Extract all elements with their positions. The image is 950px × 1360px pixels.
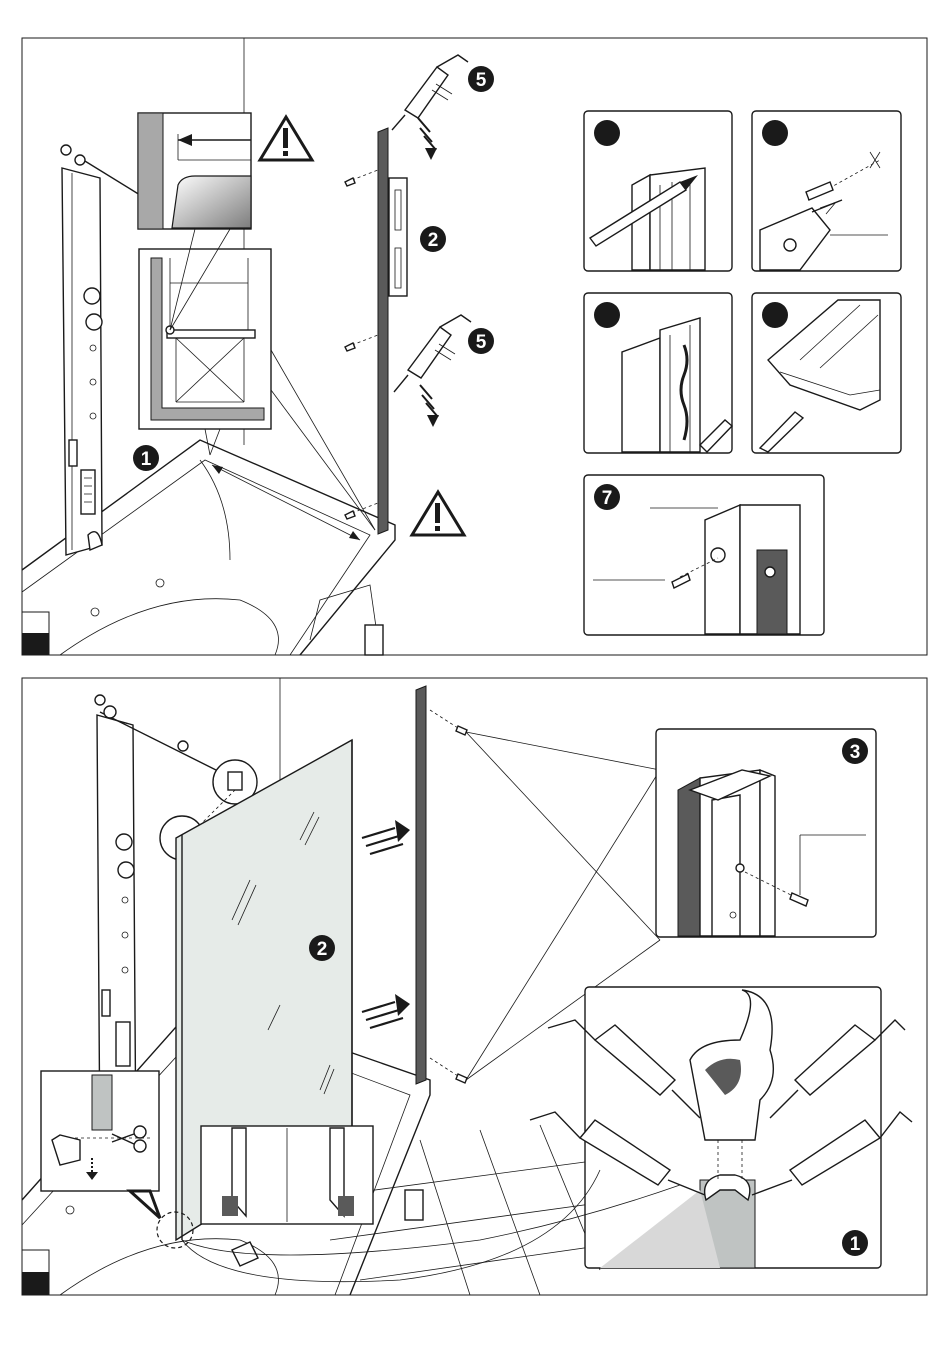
profile-silicone-inset bbox=[752, 293, 901, 453]
step-badge-icon bbox=[762, 120, 788, 146]
svg-text:5: 5 bbox=[476, 332, 487, 353]
svg-text:1: 1 bbox=[141, 449, 152, 470]
bottom-panel: 2 3 1 bbox=[22, 678, 927, 1295]
screw-fixing-inset: 7 bbox=[584, 475, 824, 635]
step-badge-1: 1 bbox=[133, 445, 159, 471]
gasket-detail-inset bbox=[138, 113, 251, 229]
drill-inset bbox=[752, 111, 901, 271]
svg-text:2: 2 bbox=[317, 939, 328, 960]
top-panel: 1 2 5 5 bbox=[22, 38, 927, 655]
svg-text:1: 1 bbox=[850, 1234, 861, 1255]
chisel-inset bbox=[584, 111, 732, 271]
svg-text:3: 3 bbox=[850, 742, 861, 763]
step-badge-icon bbox=[594, 302, 620, 328]
profile-screw-inset: 3 bbox=[656, 729, 876, 937]
step-badge-icon bbox=[762, 302, 788, 328]
svg-text:5: 5 bbox=[476, 70, 487, 91]
step-badge-icon bbox=[594, 120, 620, 146]
step-badge-2-bottom: 2 bbox=[309, 935, 335, 961]
step-badge-5: 5 bbox=[468, 66, 494, 92]
step-badge-5b: 5 bbox=[468, 328, 494, 354]
svg-text:7: 7 bbox=[602, 488, 613, 509]
sealant-bead-inset bbox=[584, 293, 732, 453]
bottom-seal-inset bbox=[201, 1126, 373, 1224]
svg-text:2: 2 bbox=[428, 230, 439, 251]
step-badge-2: 2 bbox=[420, 226, 446, 252]
